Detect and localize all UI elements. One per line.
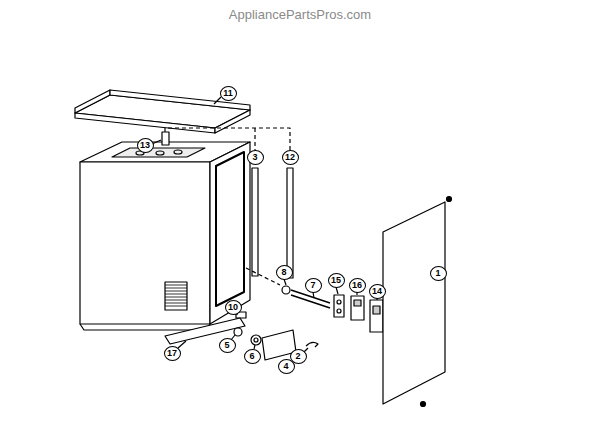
callout-number: 13 bbox=[137, 138, 154, 153]
callout-number: 3 bbox=[247, 150, 264, 165]
callout-number: 6 bbox=[244, 349, 261, 364]
callout-number: 5 bbox=[219, 338, 236, 353]
callout-number: 10 bbox=[225, 300, 242, 315]
callout-number: 11 bbox=[220, 86, 237, 101]
callout-number: 7 bbox=[305, 278, 322, 293]
callout-number: 14 bbox=[369, 284, 386, 299]
callout-number: 2 bbox=[290, 349, 307, 364]
callout-number: 1 bbox=[430, 266, 447, 281]
callout-number: 8 bbox=[276, 265, 293, 280]
callout-number: 17 bbox=[164, 346, 181, 361]
callout-number: 15 bbox=[328, 273, 345, 288]
callout-number: 12 bbox=[282, 150, 299, 165]
watermark: AppliancePartsPros.com bbox=[229, 7, 371, 22]
callout-number: 16 bbox=[349, 278, 366, 293]
